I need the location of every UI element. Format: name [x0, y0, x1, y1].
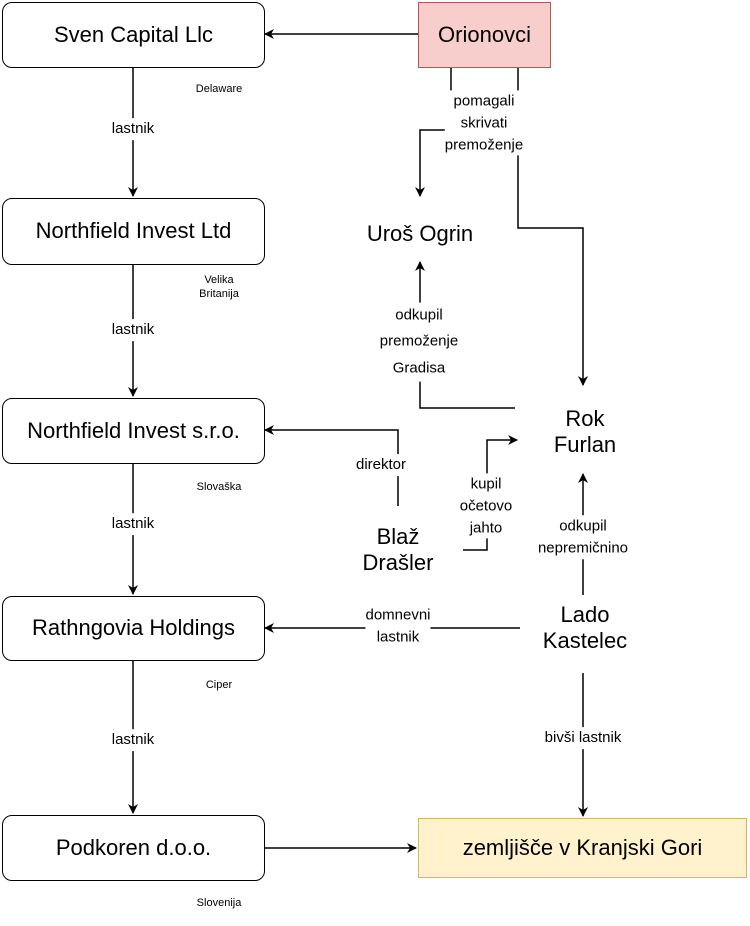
- node-zemljisce: zemljišče v Kranjski Gori: [418, 818, 747, 878]
- edge-label-direktor: direktor: [355, 454, 407, 476]
- node-rok-furlan: Rok Furlan: [553, 405, 617, 457]
- node-uros-ogrin: Uroš Ogrin: [366, 220, 474, 246]
- country-velika-britanija: Velika Britanija: [199, 274, 239, 300]
- edge-label-odkupil-premozenje: odkupil premoženje Gradisa: [379, 302, 459, 382]
- country-slovenija: Slovenija: [196, 897, 242, 909]
- edge-label-pomagali: pomagali skrivati premoženje: [444, 90, 524, 156]
- node-blaz-drasler: Blaž Drašler: [362, 523, 434, 575]
- country-slovaska: Slovaška: [196, 481, 242, 493]
- node-northfield-invest-sro: Northfield Invest s.r.o.: [2, 398, 265, 464]
- edge-label-lastnik-2: lastnik: [111, 319, 155, 341]
- edge-label-bivsi-lastnik: bivši lastnik: [544, 727, 622, 749]
- node-northfield-invest-ltd: Northfield Invest Ltd: [2, 198, 265, 265]
- country-ciper: Ciper: [205, 679, 233, 691]
- edge-label-lastnik-1: lastnik: [111, 118, 155, 140]
- edge-blaz-to-northfield-sro: [264, 425, 399, 506]
- edge-label-odkupil-nepremicnino: odkupil nepremičnino: [537, 515, 629, 559]
- edge-label-kupil-jahto: kupil očetovo jahto: [459, 473, 513, 539]
- node-podkoren: Podkoren d.o.o.: [2, 815, 265, 881]
- edge-label-lastnik-3: lastnik: [111, 513, 155, 535]
- edge-label-lastnik-4: lastnik: [111, 729, 155, 751]
- country-delaware: Delaware: [195, 83, 243, 95]
- edge-orionovci-to-rok: [517, 68, 588, 386]
- node-orionovci: Orionovci: [418, 2, 551, 68]
- node-sven-capital: Sven Capital Llc: [2, 2, 265, 68]
- node-rathngovia-holdings: Rathngovia Holdings: [2, 596, 265, 661]
- edge-label-domnevni-lastnik: domnevni lastnik: [365, 604, 431, 648]
- node-lado-kastelec: Lado Kastelec: [542, 601, 628, 653]
